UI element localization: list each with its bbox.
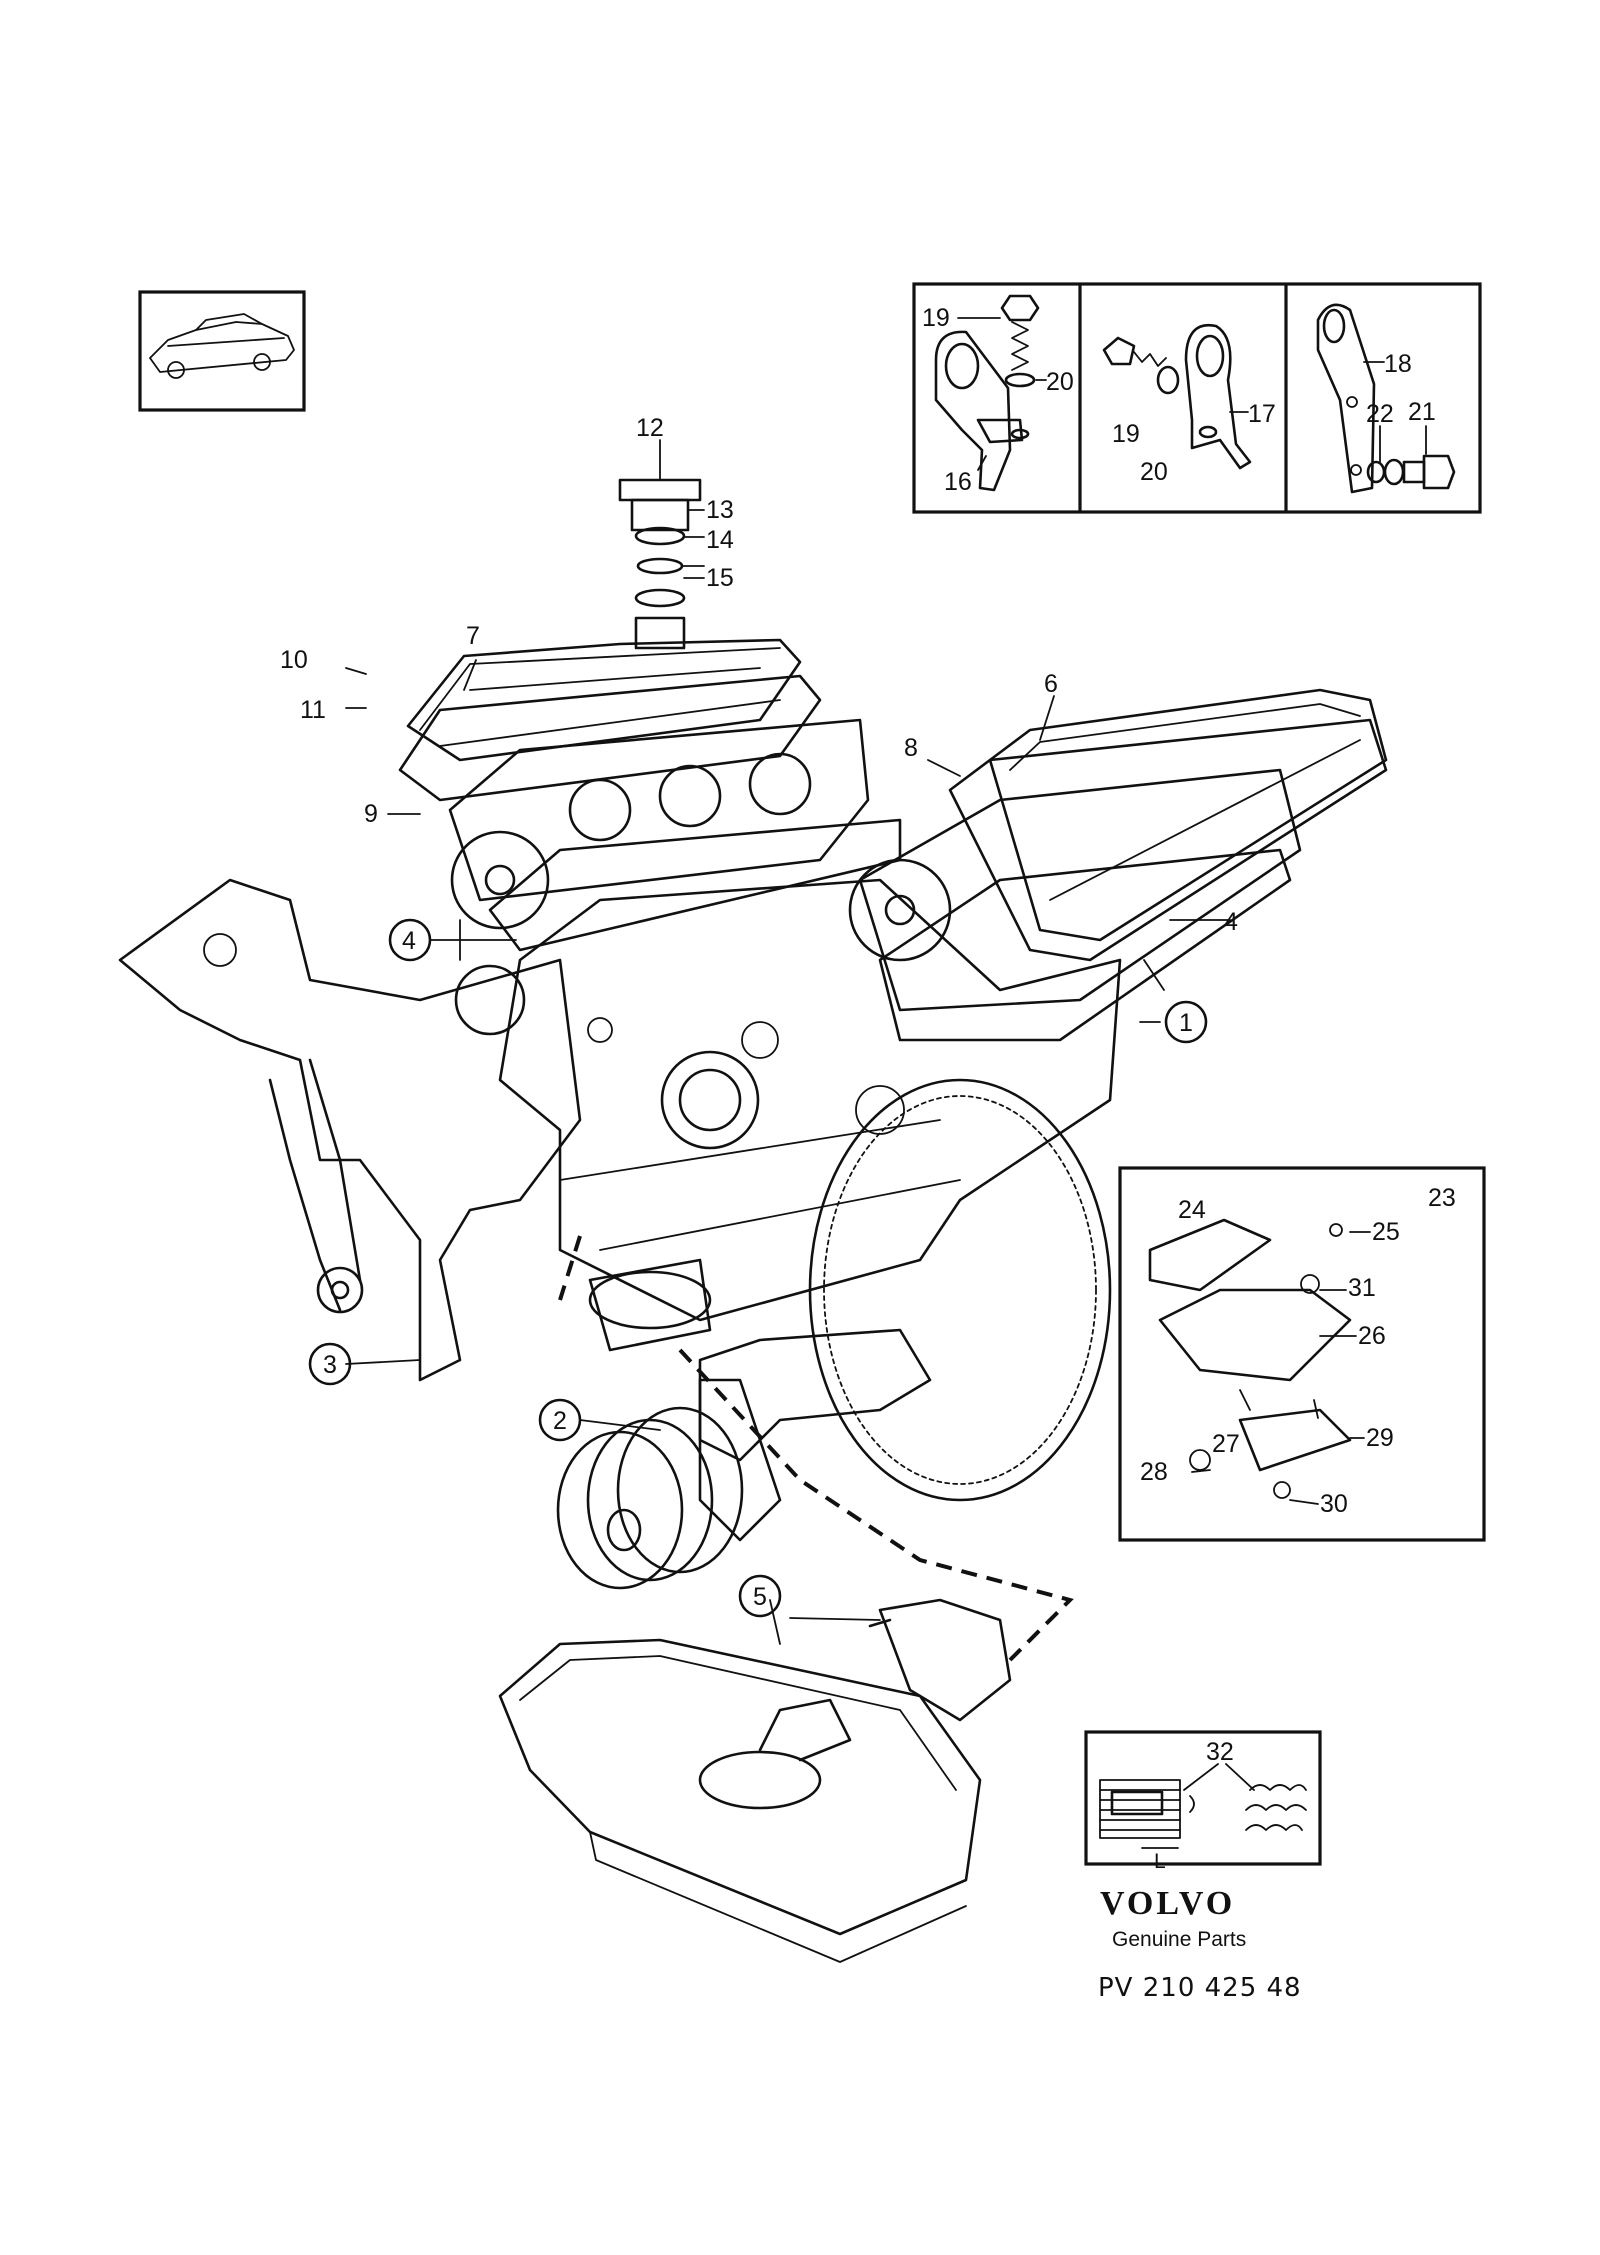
leader-lines (345, 439, 1231, 1645)
callout-2: 2 (553, 1407, 567, 1435)
callout-15: 15 (706, 564, 734, 592)
callout-3: 3 (323, 1351, 337, 1379)
bracket-17-icon (1102, 323, 1252, 470)
callout-14: 14 (706, 526, 734, 554)
callout-16: 16 (944, 468, 972, 496)
bracket-inset: 19 20 16 17 19 20 18 2 (912, 282, 1482, 514)
callout-10: 10 (280, 646, 308, 674)
thread-length-label: L (1154, 1850, 1166, 1873)
callout-24: 24 (1178, 1196, 1206, 1224)
callout-13: 13 (706, 496, 734, 524)
thread-insert-inset: 32 L (1084, 1730, 1322, 1873)
callout-26: 26 (1358, 1322, 1386, 1350)
bracket-18-icon (1316, 303, 1456, 494)
callout-19a: 19 (922, 304, 950, 332)
car-sedan-icon (149, 313, 295, 379)
callout-4b: 4 (1224, 908, 1238, 936)
callout-12: 12 (636, 414, 664, 442)
callout-20a: 20 (1046, 368, 1074, 396)
callout-21: 21 (1408, 398, 1436, 426)
callout-4a: 4 (402, 927, 416, 955)
callout-8: 8 (904, 734, 918, 762)
callout-32: 32 (1206, 1738, 1234, 1766)
callout-20b: 20 (1140, 458, 1168, 486)
callout-22: 22 (1366, 400, 1394, 428)
engine-mount-inset: 23 24 25 31 26 29 27 28 30 (1118, 1166, 1486, 1542)
callout-1: 1 (1179, 1009, 1193, 1037)
callout-11: 11 (300, 696, 326, 724)
brand-logo: VOLVO (1100, 1885, 1235, 1922)
bracket-16-icon (934, 294, 1040, 492)
callout-7: 7 (466, 622, 480, 650)
callout-9: 9 (364, 800, 378, 828)
callout-28: 28 (1140, 1458, 1168, 1486)
circled-callouts (308, 918, 1208, 1618)
callout-6: 6 (1044, 670, 1058, 698)
vehicle-thumbnail (138, 290, 306, 412)
callout-25: 25 (1372, 1218, 1400, 1246)
callout-19b: 19 (1112, 420, 1140, 448)
callout-18: 18 (1384, 350, 1412, 378)
reference-code: PV 210 425 48 (1098, 1973, 1302, 2003)
callout-31: 31 (1348, 1274, 1376, 1302)
callout-23: 23 (1428, 1184, 1456, 1212)
callout-29: 29 (1366, 1424, 1394, 1452)
callout-30: 30 (1320, 1490, 1348, 1518)
callout-27: 27 (1212, 1430, 1240, 1458)
v6-engine-exploded-icon (118, 478, 1388, 1963)
callout-17: 17 (1248, 400, 1276, 428)
callout-5: 5 (753, 1583, 767, 1611)
brand-tagline: Genuine Parts (1112, 1928, 1246, 1951)
